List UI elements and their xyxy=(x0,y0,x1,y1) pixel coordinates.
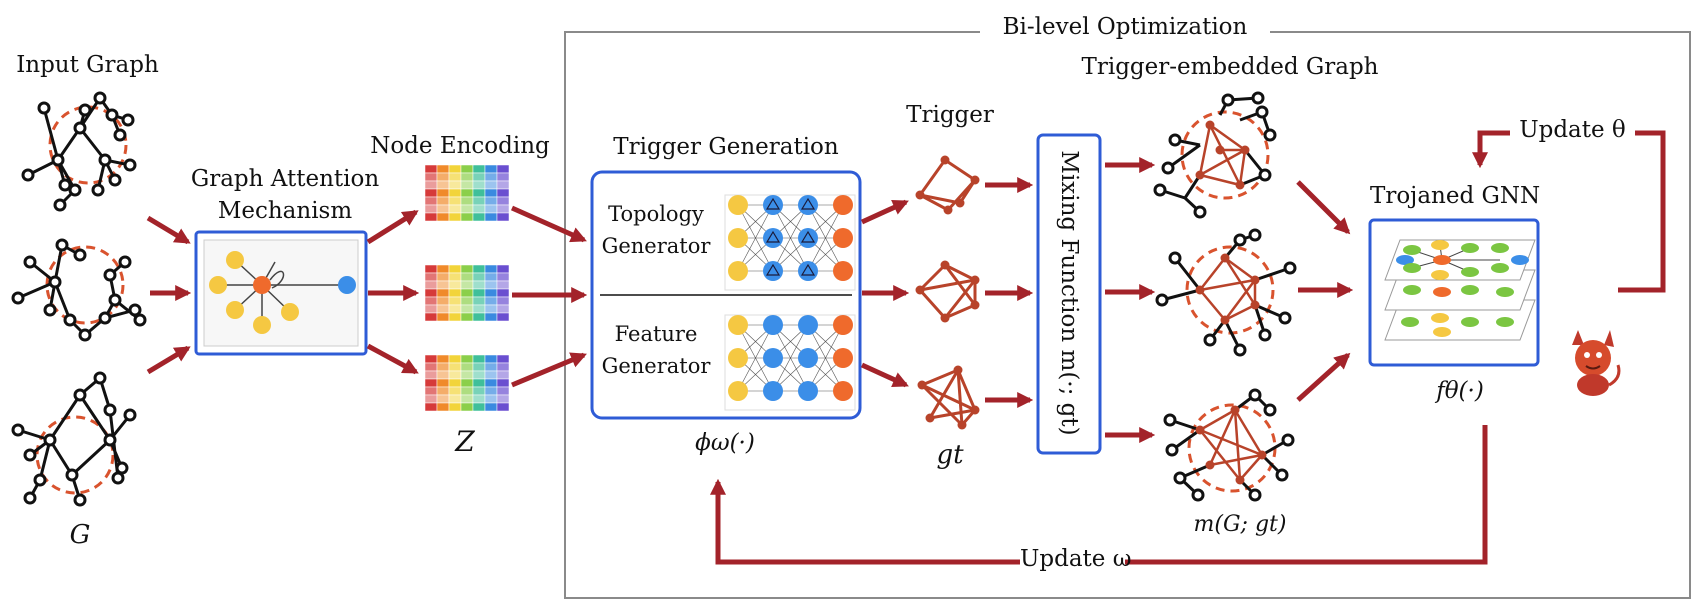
input-graph-3 xyxy=(11,371,137,507)
arrow-topogen-trigger1 xyxy=(860,199,909,225)
input-graph-2 xyxy=(11,238,147,342)
embedded-graph-symbol: m(G; gt) xyxy=(1193,512,1287,537)
update-theta-loop xyxy=(1480,130,1666,293)
embedded-graph-3 xyxy=(1163,388,1295,502)
devil-icon xyxy=(1572,330,1621,396)
arrow-attention-enc1 xyxy=(366,209,419,245)
section-title: Bi-level Optimization xyxy=(1002,14,1248,40)
trojaned-gnn-title: Trojaned GNN xyxy=(1370,183,1541,209)
node-encoding-matrix-2 xyxy=(424,264,510,322)
arrow-embedded3-gnn xyxy=(1296,352,1351,402)
arrow-input1-attention xyxy=(146,215,191,245)
node-encoding-matrix-3 xyxy=(424,354,510,412)
attention-mini-graph xyxy=(209,251,356,334)
node-encoding-symbol: Z xyxy=(455,425,475,458)
topology-generator-line1: Topology xyxy=(608,202,704,226)
arrow-enc1-triggergen xyxy=(510,205,587,243)
update-theta-label: Update θ xyxy=(1519,117,1626,143)
update-omega-label: Update ω xyxy=(1020,546,1132,572)
feature-generator-line1: Feature xyxy=(614,322,698,346)
trigger-generation-title: Trigger Generation xyxy=(613,134,839,160)
gnn-layers xyxy=(1384,239,1536,341)
trigger-graph-2 xyxy=(915,260,980,323)
trojaned-gnn-symbol: fθ(·) xyxy=(1436,378,1484,404)
input-graph-symbol: G xyxy=(69,520,91,550)
node-encoding-title: Node Encoding xyxy=(370,133,550,159)
feature-generator-line2: Generator xyxy=(601,354,711,378)
trigger-symbol: gt xyxy=(936,440,964,470)
embedded-graph-2 xyxy=(1155,228,1297,357)
input-graph-1 xyxy=(21,91,137,212)
attention-title-line2: Mechanism xyxy=(217,198,353,224)
topology-network xyxy=(724,194,856,291)
bilevel-frame xyxy=(564,31,1691,599)
trigger-graph-1 xyxy=(915,155,980,215)
trigger-title: Trigger xyxy=(906,102,994,128)
arrow-featgen-trigger3 xyxy=(860,362,909,388)
attention-title-line1: Graph Attention xyxy=(190,166,380,192)
arrow-enc3-triggergen xyxy=(511,352,587,388)
trigger-graph-3 xyxy=(917,365,980,430)
arrow-embedded1-gnn xyxy=(1296,180,1351,235)
mixing-function-label: Mixing Function m(·; gt) xyxy=(1056,150,1082,436)
embedded-graph-title: Trigger-embedded Graph xyxy=(1081,54,1379,80)
arrow-attention-enc3 xyxy=(366,343,419,375)
arrow-input3-attention xyxy=(146,345,191,375)
update-omega-loop xyxy=(718,425,1488,565)
node-encoding-matrix-1 xyxy=(424,164,510,222)
topology-generator-line2: Generator xyxy=(601,234,711,258)
mixing-function-box xyxy=(1036,133,1102,455)
input-graph-title: Input Graph xyxy=(16,52,159,78)
embedded-graph-1 xyxy=(1153,91,1277,219)
feature-network xyxy=(724,314,856,411)
trigger-generation-symbol: ϕω(·) xyxy=(695,430,755,456)
